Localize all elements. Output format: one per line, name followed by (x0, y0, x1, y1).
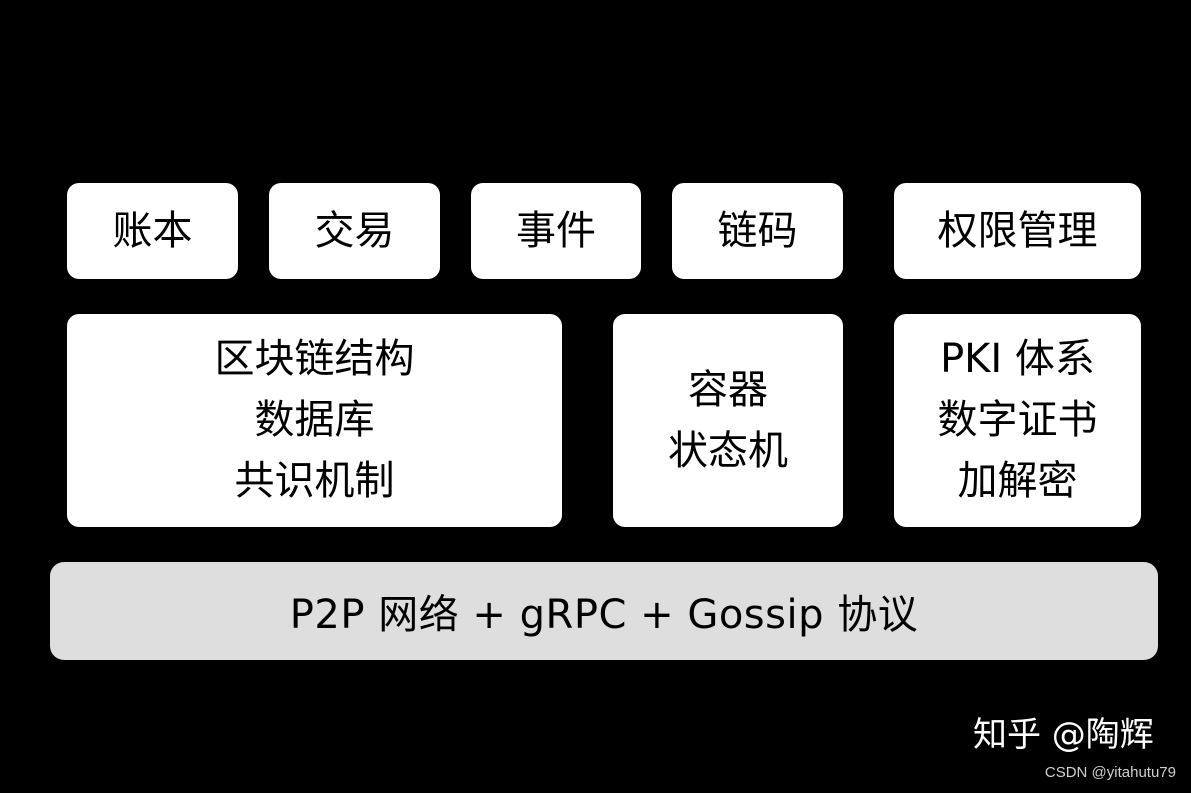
module-chaincode: 链码 (672, 183, 843, 279)
module-event-label: 事件 (516, 208, 596, 254)
blockchain-structure-label: 区块链结构 (214, 336, 415, 382)
module-transaction: 交易 (269, 183, 440, 279)
consensus-label: 共识机制 (234, 458, 395, 504)
database-label: 数据库 (254, 397, 375, 443)
encryption-label: 加解密 (957, 458, 1078, 504)
csdn-credit: CSDN @yitahutu79 (1044, 764, 1176, 781)
module-blockchain-core: 区块链结构 数据库 共识机制 (67, 314, 562, 527)
module-permission: 权限管理 (894, 183, 1141, 279)
module-ledger: 账本 (67, 183, 238, 279)
module-transaction-label: 交易 (314, 208, 395, 254)
zhihu-watermark: 知乎 @陶辉 (973, 715, 1154, 755)
digital-certificate-label: 数字证书 (937, 397, 1098, 443)
module-event: 事件 (471, 183, 641, 279)
network-layer: P2P 网络 + gRPC + Gossip 协议 (50, 562, 1158, 660)
module-permission-label: 权限管理 (937, 208, 1098, 254)
pki-system-label: PKI 体系 (940, 336, 1095, 382)
network-layer-label: P2P 网络 + gRPC + Gossip 协议 (289, 592, 919, 638)
container-label: 容器 (688, 366, 768, 413)
state-machine-label: 状态机 (668, 427, 788, 474)
module-ledger-label: 账本 (112, 208, 193, 254)
module-chaincode-label: 链码 (717, 208, 798, 254)
module-container: 容器 状态机 (613, 314, 843, 527)
module-pki: PKI 体系 数字证书 加解密 (894, 314, 1141, 527)
